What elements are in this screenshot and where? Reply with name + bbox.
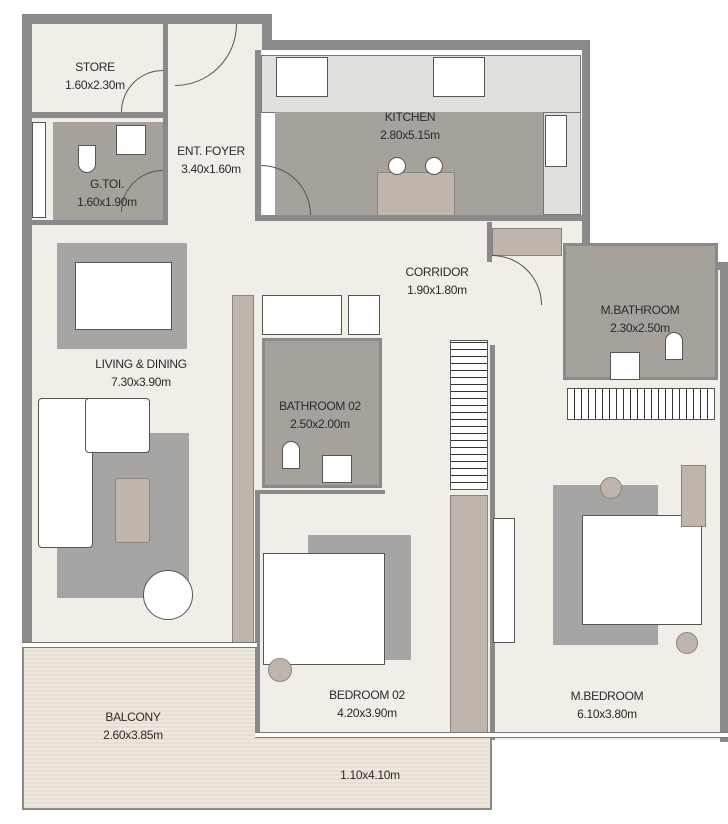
shelf bbox=[32, 122, 46, 218]
cabinet bbox=[681, 465, 706, 527]
room-size: 3.40x1.60m bbox=[181, 162, 241, 176]
wall bbox=[22, 14, 272, 24]
room-label-balcony: BALCONY 2.60x3.85m bbox=[103, 708, 163, 744]
bed bbox=[582, 515, 702, 625]
wall bbox=[255, 215, 582, 221]
fridge bbox=[276, 57, 328, 97]
room-label-bedroom-02: BEDROOM 02 4.20x3.90m bbox=[329, 686, 405, 722]
room-size: 2.50x2.00m bbox=[290, 417, 350, 431]
room-label-living: LIVING & DINING 7.30x3.90m bbox=[95, 355, 187, 391]
balcony-floor bbox=[22, 645, 257, 810]
sink-icon bbox=[322, 455, 352, 483]
side-table bbox=[268, 658, 292, 682]
room-size: 2.60x3.85m bbox=[103, 728, 163, 742]
room-label-corridor: CORRIDOR 1.90x1.80m bbox=[406, 263, 469, 299]
tv-unit bbox=[232, 295, 254, 645]
wall bbox=[30, 112, 165, 118]
wall bbox=[30, 220, 168, 225]
wall bbox=[262, 14, 272, 44]
room-size: 2.30x2.50m bbox=[610, 321, 670, 335]
sofa bbox=[85, 398, 150, 453]
side-table bbox=[676, 632, 698, 654]
wall bbox=[255, 490, 385, 494]
side-table bbox=[600, 477, 622, 499]
coffee-table bbox=[115, 478, 150, 543]
toilet-icon bbox=[665, 332, 683, 360]
wall bbox=[255, 50, 261, 218]
glazing bbox=[255, 732, 728, 738]
room-size: 1.60x1.90m bbox=[77, 195, 137, 209]
room-label-balcony-extension: 1.10x4.10m bbox=[340, 766, 400, 784]
room-size: 1.60x2.30m bbox=[65, 78, 125, 92]
wall bbox=[720, 262, 728, 742]
room-size: 6.10x3.80m bbox=[577, 707, 637, 721]
chair bbox=[425, 157, 443, 175]
room-size: 4.20x3.90m bbox=[337, 706, 397, 720]
sink-icon bbox=[610, 352, 640, 380]
wall bbox=[582, 40, 590, 268]
wall bbox=[255, 40, 590, 50]
sink-icon bbox=[116, 125, 146, 155]
room-size: 7.30x3.90m bbox=[111, 375, 171, 389]
room-size: 1.90x1.80m bbox=[407, 283, 467, 297]
room-size: 1.10x4.10m bbox=[340, 768, 400, 782]
wall bbox=[490, 345, 495, 740]
wall bbox=[22, 14, 32, 646]
room-name: M.BATHROOM bbox=[600, 303, 680, 317]
room-size: 2.80x5.15m bbox=[380, 128, 440, 142]
cabinet bbox=[492, 228, 562, 256]
room-label-m-bathroom: M.BATHROOM 2.30x2.50m bbox=[601, 301, 680, 337]
wall bbox=[163, 24, 168, 224]
room-label-store: STORE 1.60x2.30m bbox=[65, 58, 125, 94]
wall bbox=[255, 494, 260, 735]
room-name: KITCHEN bbox=[384, 110, 436, 124]
room-name: LIVING & DINING bbox=[95, 357, 187, 371]
armchair bbox=[143, 570, 193, 620]
room-label-bathroom-02: BATHROOM 02 2.50x2.00m bbox=[279, 397, 361, 433]
wardrobe bbox=[567, 388, 715, 420]
toilet-icon bbox=[78, 145, 96, 173]
hob-icon bbox=[433, 57, 485, 97]
room-name: CORRIDOR bbox=[405, 265, 469, 279]
room-label-g-toi: G.TOI. 1.60x1.90m bbox=[77, 175, 137, 211]
wardrobe bbox=[450, 340, 488, 490]
room-label-kitchen: KITCHEN 2.80x5.15m bbox=[380, 108, 440, 144]
room-name: M.BEDROOM bbox=[570, 689, 644, 703]
glazing bbox=[22, 642, 257, 648]
toilet-icon bbox=[282, 441, 300, 469]
shaft bbox=[348, 295, 380, 335]
room-name: BALCONY bbox=[105, 710, 161, 724]
room-label-foyer: ENT. FOYER 3.40x1.60m bbox=[177, 142, 245, 178]
room-name: BATHROOM 02 bbox=[279, 399, 361, 413]
balcony-floor bbox=[255, 735, 492, 810]
room-name: BEDROOM 02 bbox=[329, 688, 405, 702]
laundry-unit bbox=[262, 295, 342, 335]
tv-unit bbox=[493, 518, 515, 643]
room-name: ENT. FOYER bbox=[177, 144, 245, 158]
bed bbox=[263, 553, 385, 665]
room-name: G.TOI. bbox=[90, 177, 124, 191]
dining-table bbox=[75, 262, 172, 330]
chair bbox=[388, 157, 406, 175]
room-label-m-bedroom: M.BEDROOM 6.10x3.80m bbox=[571, 687, 644, 723]
dining-table bbox=[377, 172, 455, 216]
wall bbox=[487, 222, 492, 262]
sink-icon bbox=[545, 115, 567, 167]
m-bathroom-floor bbox=[563, 243, 718, 380]
room-name: STORE bbox=[75, 60, 115, 74]
sofa bbox=[38, 398, 93, 548]
wardrobe bbox=[450, 495, 488, 735]
